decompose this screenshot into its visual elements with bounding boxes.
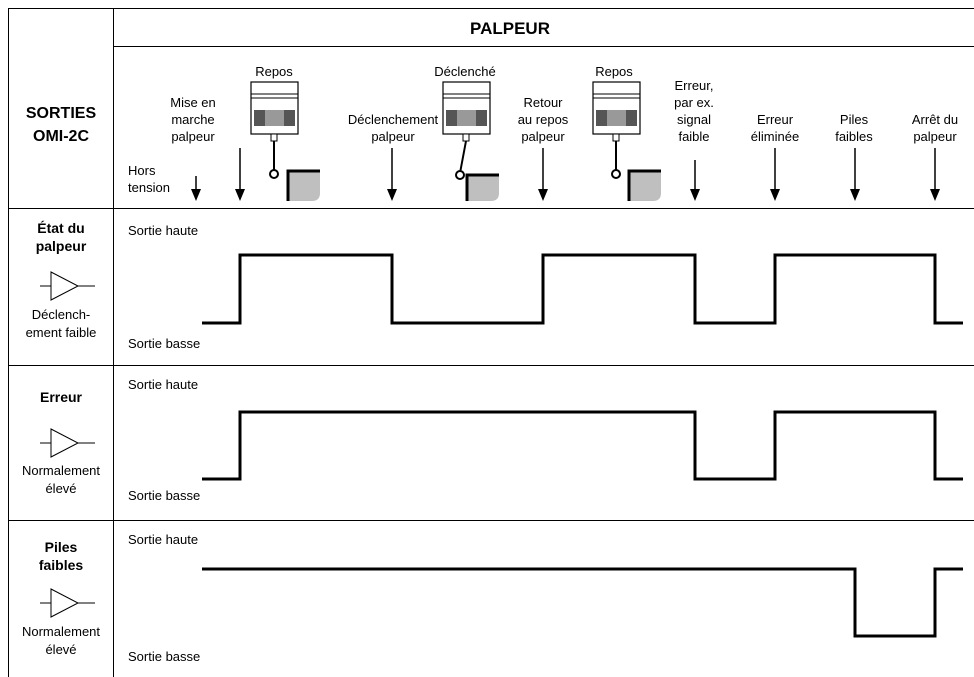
row-title-line: palpeur: [36, 238, 87, 254]
event-label-line: Retour: [523, 95, 563, 110]
probe-state-label: Déclenché: [434, 64, 495, 79]
event-label-line: au repos: [518, 112, 569, 127]
event-label-line: faibles: [835, 129, 873, 144]
event-label-line: palpeur: [521, 129, 565, 144]
event-label-line: par ex.: [674, 95, 714, 110]
event-label-line: Hors: [128, 163, 156, 178]
high-output-label: Sortie haute: [128, 532, 198, 547]
low-output-label: Sortie basse: [128, 336, 200, 351]
event-arrow-head: [850, 189, 860, 201]
row-title-line: État du: [37, 220, 84, 236]
buffer-icon: [50, 271, 80, 301]
row-subtitle-line: élevé: [45, 481, 76, 496]
event-arrow-head: [690, 189, 700, 201]
probe-icon-rest: [250, 81, 299, 179]
event-arrow-head: [387, 189, 397, 201]
probe-state-label: Repos: [595, 64, 633, 79]
row-title-line: Piles: [45, 539, 78, 555]
event-label-line: éliminée: [751, 129, 799, 144]
buffer-icon: [50, 428, 80, 458]
event-arrow-head: [191, 189, 201, 201]
event-arrow-head: [235, 189, 245, 201]
event-label-line: Erreur: [757, 112, 794, 127]
event-label-line: palpeur: [913, 129, 957, 144]
event-label-line: Piles: [840, 112, 869, 127]
event-label-line: tension: [128, 180, 170, 195]
probe-icon-rest: [592, 81, 641, 179]
row-subtitle-line: Normalement: [22, 624, 100, 639]
header-left-title-2: OMI-2C: [33, 128, 89, 145]
row-subtitle-line: élevé: [45, 642, 76, 657]
event-label-line: Erreur,: [674, 78, 713, 93]
probe-state-label: Repos: [255, 64, 293, 79]
low-output-label: Sortie basse: [128, 649, 200, 664]
event-label-line: Mise en: [170, 95, 216, 110]
signal-waveform: [202, 253, 963, 325]
row-subtitle-line: Déclench-: [32, 307, 91, 322]
row-subtitle-line: ement faible: [26, 325, 97, 340]
event-label-line: faible: [678, 129, 709, 144]
high-output-label: Sortie haute: [128, 377, 198, 392]
high-output-label: Sortie haute: [128, 223, 198, 238]
event-arrow-head: [770, 189, 780, 201]
low-output-label: Sortie basse: [128, 488, 200, 503]
workpiece-icon: [286, 169, 320, 201]
event-label-line: palpeur: [171, 129, 215, 144]
event-arrow-head: [930, 189, 940, 201]
event-label-line: Arrêt du: [912, 112, 958, 127]
header-left-title-1: SORTIES: [26, 105, 97, 122]
event-label-line: Déclenchement: [348, 112, 439, 127]
row-title-line: faibles: [39, 557, 84, 573]
event-label-line: marche: [171, 112, 214, 127]
workpiece-icon: [627, 169, 661, 201]
buffer-icon: [50, 588, 80, 618]
header-top-title: PALPEUR: [470, 19, 550, 38]
row-title-line: Erreur: [40, 389, 83, 405]
event-arrow-head: [538, 189, 548, 201]
event-label-line: palpeur: [371, 129, 415, 144]
row-subtitle-line: Normalement: [22, 463, 100, 478]
event-markers: Hors tension Mise en marche palpeur Déclenche…: [128, 78, 958, 201]
signal-waveform: [202, 410, 963, 481]
event-label-line: signal: [677, 112, 711, 127]
workpiece-icon: [465, 173, 499, 201]
signal-waveform: [202, 567, 963, 638]
probe-icon-triggered: [442, 81, 491, 180]
